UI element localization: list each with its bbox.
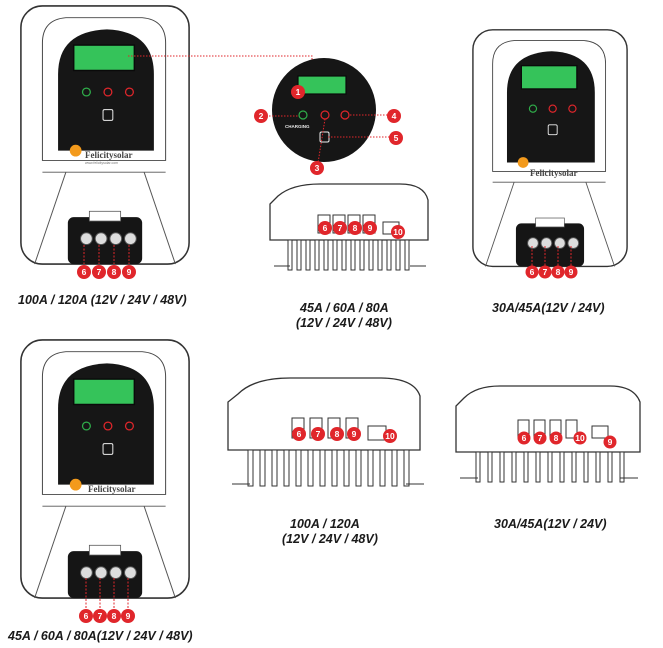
side-view-100a: 6 7 8 9 10 100A / 120A (12V / 24V / 48V) <box>227 377 424 546</box>
callout-10-b: 10 <box>393 227 403 237</box>
caption-45a-line1: 45A / 60A / 80A <box>299 301 389 315</box>
front-view-30a: Felicitysolar 6 7 8 9 30A/45A(12V / 24V) <box>472 29 628 315</box>
caption-100a-line1: 100A / 120A <box>290 517 360 531</box>
caption-100a-line2: (12V / 24V / 48V) <box>282 532 378 546</box>
callout-8-e: 8 <box>335 429 340 439</box>
front-view-100a: Felicitysolar www.felicitysolar.com 6 7 … <box>18 5 190 307</box>
brand-tagline-1: www.felicitysolar.com <box>85 161 118 165</box>
caption-30a-bottom: 30A/45A(12V / 24V) <box>494 517 607 531</box>
callout-2: 2 <box>259 111 264 121</box>
callout-6-d: 6 <box>84 611 89 621</box>
callout-8-d: 8 <box>112 611 117 621</box>
callout-8-f: 8 <box>554 433 559 443</box>
callout-7-c: 7 <box>543 267 548 277</box>
callout-6-b: 6 <box>323 223 328 233</box>
brand-logo-3: Felicitysolar <box>88 484 135 494</box>
caption-45a-line2: (12V / 24V / 48V) <box>296 316 392 330</box>
callout-7-a: 7 <box>97 267 102 277</box>
caption-30a-top: 30A/45A(12V / 24V) <box>492 301 605 315</box>
callout-10-e: 10 <box>385 431 395 441</box>
leader-line <box>128 55 313 72</box>
callout-9-c: 9 <box>569 267 574 277</box>
panel-detail: CHARGING 1 2 3 4 5 <box>254 58 403 175</box>
callout-8-c: 8 <box>556 267 561 277</box>
front-view-45a-bottom: Felicitysolar 6 7 8 9 45A / 60A / 80A(12… <box>7 339 193 643</box>
callout-6-e: 6 <box>297 429 302 439</box>
charging-label: CHARGING <box>285 124 310 129</box>
callout-7-f: 7 <box>538 433 543 443</box>
callout-6-f: 6 <box>522 433 527 443</box>
callout-4: 4 <box>392 111 397 121</box>
callout-1: 1 <box>296 87 301 97</box>
callout-7-e: 7 <box>316 429 321 439</box>
callout-6-a: 6 <box>82 267 87 277</box>
callout-7-b: 7 <box>338 223 343 233</box>
brand-logo-1: Felicitysolar <box>85 150 132 160</box>
callout-9-e: 9 <box>352 429 357 439</box>
brand-logo-2: Felicitysolar <box>530 168 577 178</box>
caption-100a-120a: 100A / 120A (12V / 24V / 48V) <box>18 293 187 307</box>
callout-9-f: 9 <box>608 437 613 447</box>
callout-9-b: 9 <box>368 223 373 233</box>
callout-10-f: 10 <box>575 433 585 443</box>
callout-6-c: 6 <box>530 267 535 277</box>
callout-5: 5 <box>394 133 399 143</box>
callout-9-a: 9 <box>127 267 132 277</box>
callout-8-b: 8 <box>353 223 358 233</box>
side-view-45a: 6 7 8 9 10 45A / 60A / 80A (12V / 24V / … <box>269 183 429 330</box>
callout-3: 3 <box>315 163 320 173</box>
callout-9-d: 9 <box>126 611 131 621</box>
side-view-30a: 6 7 8 10 9 30A/45A(12V / 24V) <box>455 385 641 531</box>
callout-8-a: 8 <box>112 267 117 277</box>
caption-45a-bottom: 45A / 60A / 80A(12V / 24V / 48V) <box>7 629 193 643</box>
callout-7-d: 7 <box>98 611 103 621</box>
